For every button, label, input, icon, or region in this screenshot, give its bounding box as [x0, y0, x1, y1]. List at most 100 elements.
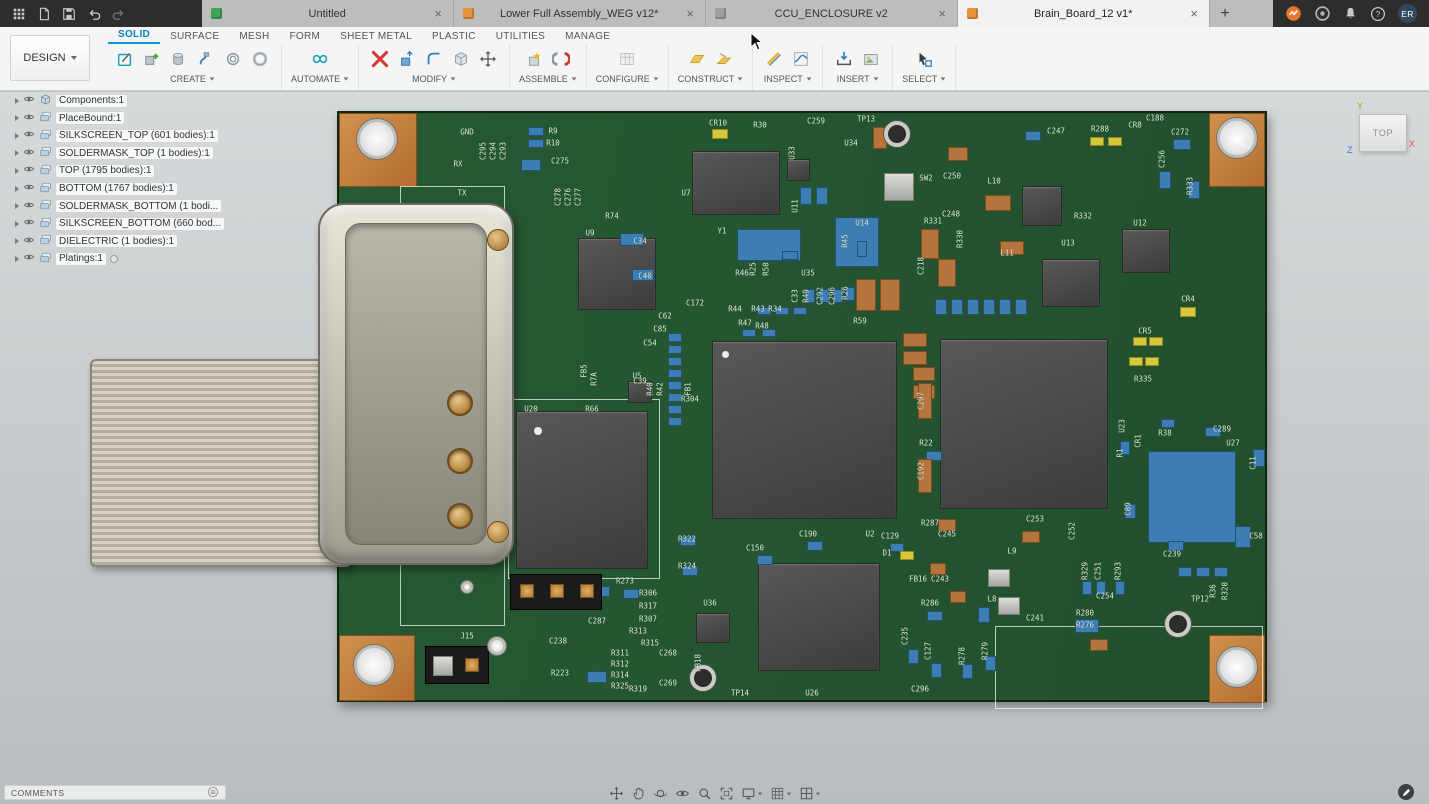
- visibility-eye-icon[interactable]: [23, 163, 35, 178]
- move-icon[interactable]: [476, 47, 500, 71]
- move-tool-icon[interactable]: [609, 786, 624, 801]
- design-workspace-button[interactable]: DESIGN: [10, 35, 90, 81]
- visibility-eye-icon[interactable]: [23, 251, 35, 266]
- box-plus-icon[interactable]: [140, 47, 164, 71]
- tab-close-icon[interactable]: ×: [684, 7, 696, 20]
- group-label-create[interactable]: CREATE: [170, 74, 215, 84]
- expand-arrow-icon[interactable]: [15, 221, 19, 227]
- browser-item-dielectric[interactable]: DIELECTRIC (1 bodies):1: [3, 233, 229, 251]
- ribbon-tab-manage[interactable]: MANAGE: [555, 30, 620, 44]
- sketch-icon[interactable]: [113, 47, 137, 71]
- fillet-icon[interactable]: [422, 47, 446, 71]
- redo-icon[interactable]: [112, 7, 126, 21]
- visibility-eye-icon[interactable]: [23, 199, 35, 214]
- expand-arrow-icon[interactable]: [15, 186, 19, 192]
- expand-arrow-icon[interactable]: [15, 168, 19, 174]
- display-settings-icon[interactable]: [741, 786, 763, 801]
- select-icon[interactable]: [912, 47, 936, 71]
- expand-arrow-icon[interactable]: [15, 256, 19, 262]
- ribbon-tab-sheet-metal[interactable]: SHEET METAL: [330, 30, 422, 44]
- configure-icon[interactable]: [615, 47, 639, 71]
- fit-view-icon[interactable]: [719, 786, 734, 801]
- tab-close-icon[interactable]: ×: [936, 7, 948, 20]
- browser-item-components[interactable]: Components:1: [3, 92, 229, 110]
- document-tab[interactable]: Lower Full Assembly_WEG v12*×: [454, 0, 706, 27]
- expand-arrow-icon[interactable]: [15, 238, 19, 244]
- ribbon-tab-surface[interactable]: SURFACE: [160, 30, 229, 44]
- comments-bar[interactable]: COMMENTS: [4, 785, 226, 800]
- group-label-automate[interactable]: AUTOMATE: [291, 74, 349, 84]
- presspull-icon[interactable]: [395, 47, 419, 71]
- undo-icon[interactable]: [87, 7, 101, 21]
- expand-arrow-icon[interactable]: [15, 133, 19, 139]
- expand-arrow-icon[interactable]: [15, 150, 19, 156]
- insert-icon[interactable]: [832, 47, 856, 71]
- profile-ring-icon[interactable]: [1314, 5, 1331, 22]
- browser-item-silkscreen_bottom[interactable]: SILKSCREEN_BOTTOM (660 bod...: [3, 215, 229, 233]
- browser-item-soldermask_top[interactable]: SOLDERMASK_TOP (1 bodies):1: [3, 145, 229, 163]
- expand-arrow-icon[interactable]: [15, 203, 19, 209]
- visibility-eye-icon[interactable]: [23, 234, 35, 249]
- group-label-assemble[interactable]: ASSEMBLE: [519, 74, 577, 84]
- orbit-tool-icon[interactable]: [653, 786, 668, 801]
- user-avatar[interactable]: ER: [1398, 4, 1417, 23]
- browser-item-soldermask_bottom[interactable]: SOLDERMASK_BOTTOM (1 bodi...: [3, 197, 229, 215]
- file-icon[interactable]: [37, 7, 51, 21]
- look-at-tool-icon[interactable]: [675, 786, 690, 801]
- group-label-configure[interactable]: CONFIGURE: [596, 74, 659, 84]
- job-status-icon[interactable]: [1285, 5, 1302, 22]
- decal-icon[interactable]: [859, 47, 883, 71]
- automate-icon[interactable]: [308, 47, 332, 71]
- tab-close-icon[interactable]: ×: [1188, 7, 1200, 20]
- zoom-tool-icon[interactable]: [697, 786, 712, 801]
- app-menu-icon[interactable]: [12, 7, 26, 21]
- visibility-eye-icon[interactable]: [23, 128, 35, 143]
- ribbon-tab-form[interactable]: FORM: [280, 30, 331, 44]
- new-tab-button[interactable]: +: [1210, 0, 1240, 27]
- expand-arrow-icon[interactable]: [15, 115, 19, 121]
- browser-item-placebound[interactable]: PlaceBound:1: [3, 109, 229, 127]
- view-cube-face-top[interactable]: TOP: [1359, 114, 1407, 152]
- visibility-eye-icon[interactable]: [23, 146, 35, 161]
- group-label-inspect[interactable]: INSPECT: [764, 74, 812, 84]
- browser-item-bottom[interactable]: BOTTOM (1767 bodies):1: [3, 180, 229, 198]
- ribbon-tab-mesh[interactable]: MESH: [229, 30, 279, 44]
- plane-angle-icon[interactable]: [712, 47, 736, 71]
- visibility-eye-icon[interactable]: [23, 216, 35, 231]
- browser-item-top[interactable]: TOP (1795 bodies):1: [3, 162, 229, 180]
- visibility-eye-icon[interactable]: [23, 93, 35, 108]
- group-label-modify[interactable]: MODIFY: [412, 74, 456, 84]
- tab-close-icon[interactable]: ×: [432, 7, 444, 20]
- browser-item-silkscreen_top[interactable]: SILKSCREEN_TOP (601 bodies):1: [3, 127, 229, 145]
- delete-icon[interactable]: [368, 47, 392, 71]
- pan-tool-icon[interactable]: [631, 786, 646, 801]
- viewports-icon[interactable]: [799, 786, 821, 801]
- new-component-icon[interactable]: [522, 47, 546, 71]
- sweep-icon[interactable]: [194, 47, 218, 71]
- notifications-icon[interactable]: [1343, 6, 1358, 21]
- grid-settings-icon[interactable]: [770, 786, 792, 801]
- document-tab[interactable]: CCU_ENCLOSURE v2×: [706, 0, 958, 27]
- help-icon[interactable]: ?: [1370, 6, 1386, 22]
- group-label-select[interactable]: SELECT: [902, 74, 946, 84]
- expand-arrow-icon[interactable]: [15, 98, 19, 104]
- ribbon-tab-plastic[interactable]: PLASTIC: [422, 30, 486, 44]
- joint-icon[interactable]: [549, 47, 573, 71]
- visibility-eye-icon[interactable]: [23, 111, 35, 126]
- ribbon-tab-utilities[interactable]: UTILITIES: [486, 30, 555, 44]
- save-icon[interactable]: [62, 7, 76, 21]
- cylinder-icon[interactable]: [167, 47, 191, 71]
- browser-item-platings[interactable]: Platings:1: [3, 250, 229, 268]
- feedback-button[interactable]: [1398, 784, 1414, 800]
- visibility-eye-icon[interactable]: [23, 181, 35, 196]
- pipe-icon[interactable]: [248, 47, 272, 71]
- measure-icon[interactable]: [762, 47, 786, 71]
- document-tab[interactable]: Untitled×: [202, 0, 454, 27]
- shell-icon[interactable]: [449, 47, 473, 71]
- view-cube[interactable]: Y X Z TOP: [1349, 105, 1409, 157]
- coil-icon[interactable]: [221, 47, 245, 71]
- ribbon-tab-solid[interactable]: SOLID: [108, 28, 160, 44]
- group-label-insert[interactable]: INSERT: [837, 74, 879, 84]
- group-label-construct[interactable]: CONSTRUCT: [678, 74, 744, 84]
- document-tab[interactable]: Brain_Board_12 v1*×: [958, 0, 1210, 27]
